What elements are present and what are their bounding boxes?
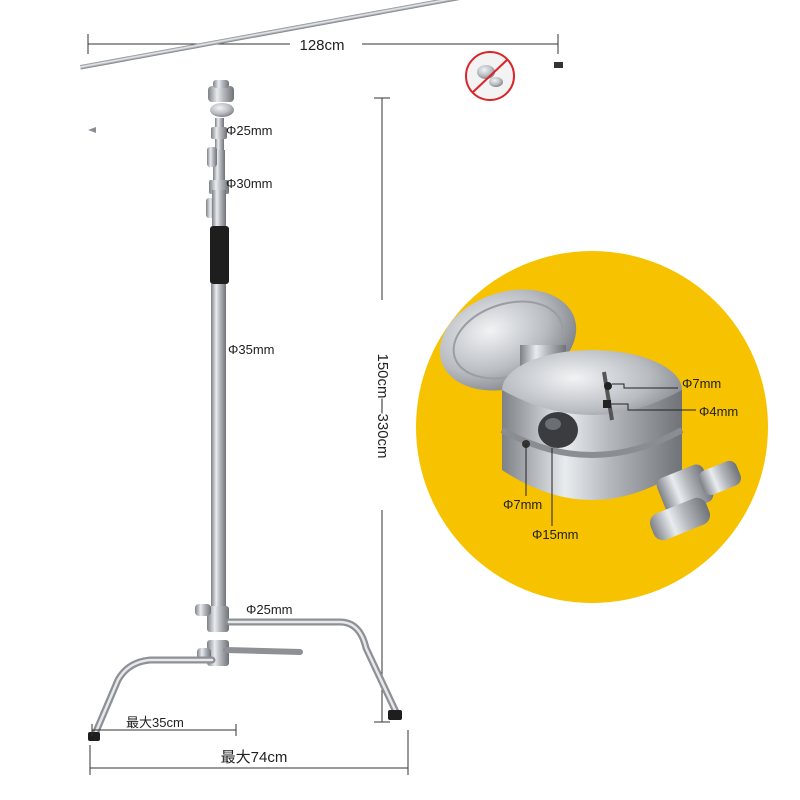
height-range-label: 150cm—330cm xyxy=(374,353,391,458)
boom-grip-knob xyxy=(489,77,503,87)
leg-max-short-label: 最大35cm xyxy=(126,715,184,730)
top-tube-diameter-label: Φ25mm xyxy=(226,123,273,138)
prohibition-slash xyxy=(471,58,509,94)
leg-max-short-dimension: 最大35cm xyxy=(91,715,237,736)
top-grip-knob xyxy=(208,86,234,102)
front-leg-highlight xyxy=(93,658,214,736)
grip-head-detail: Φ7mm Φ4mm Φ7mm Φ15mm xyxy=(416,251,768,603)
leg-max-total-label: 最大74cm xyxy=(221,749,288,766)
main-tube-diameter-label: Φ35mm xyxy=(228,342,275,357)
rear-leg xyxy=(225,618,400,716)
grip-center-hole-shine xyxy=(545,418,561,430)
rear-leg-highlight xyxy=(227,620,398,714)
grip-wing-handle xyxy=(649,497,711,541)
leg-max-total-dimension: 最大74cm xyxy=(89,730,409,775)
third-tube xyxy=(212,190,226,226)
base-legs xyxy=(91,618,400,738)
leader-slot xyxy=(611,403,696,411)
top-collar xyxy=(211,127,227,139)
grip-wing-handle-right xyxy=(699,460,741,496)
grip-slot-square xyxy=(603,400,611,408)
second-tube-diameter-label: Φ30mm xyxy=(226,176,273,191)
boom-tip-left xyxy=(88,127,96,133)
rubber-grip xyxy=(210,226,229,284)
height-range-dimension: 150cm—330cm xyxy=(374,97,391,723)
rear-foot xyxy=(388,710,402,720)
hole-side-label: Φ7mm xyxy=(503,497,542,512)
center-hole-label: Φ15mm xyxy=(532,527,579,542)
base-knob xyxy=(195,604,211,616)
boom-grip-disc xyxy=(477,65,495,79)
boom-rod xyxy=(79,0,543,70)
second-knob xyxy=(207,147,217,167)
middle-leg xyxy=(223,647,303,655)
front-foot xyxy=(88,732,100,741)
boom-arm xyxy=(79,0,563,133)
boom-grip-warning xyxy=(465,51,515,101)
boom-end-cap xyxy=(554,62,563,68)
boom-length-label: 128cm xyxy=(299,37,344,54)
hole-top-label: Φ7mm xyxy=(682,376,721,391)
grip-slot xyxy=(602,371,614,421)
slot-label: Φ4mm xyxy=(699,404,738,419)
grip-small-hole-top xyxy=(604,382,612,390)
main-tube xyxy=(211,284,226,606)
stand-column xyxy=(195,80,234,666)
base-tube-diameter-label: Φ25mm xyxy=(246,602,293,617)
top-grip-knob-cap xyxy=(213,80,229,88)
top-grip-head xyxy=(210,103,234,117)
grip-center-hole xyxy=(538,412,578,448)
boom-length-dimension: 128cm xyxy=(87,34,559,54)
leader-hole-top xyxy=(612,383,678,389)
base-knuckle xyxy=(207,606,229,632)
